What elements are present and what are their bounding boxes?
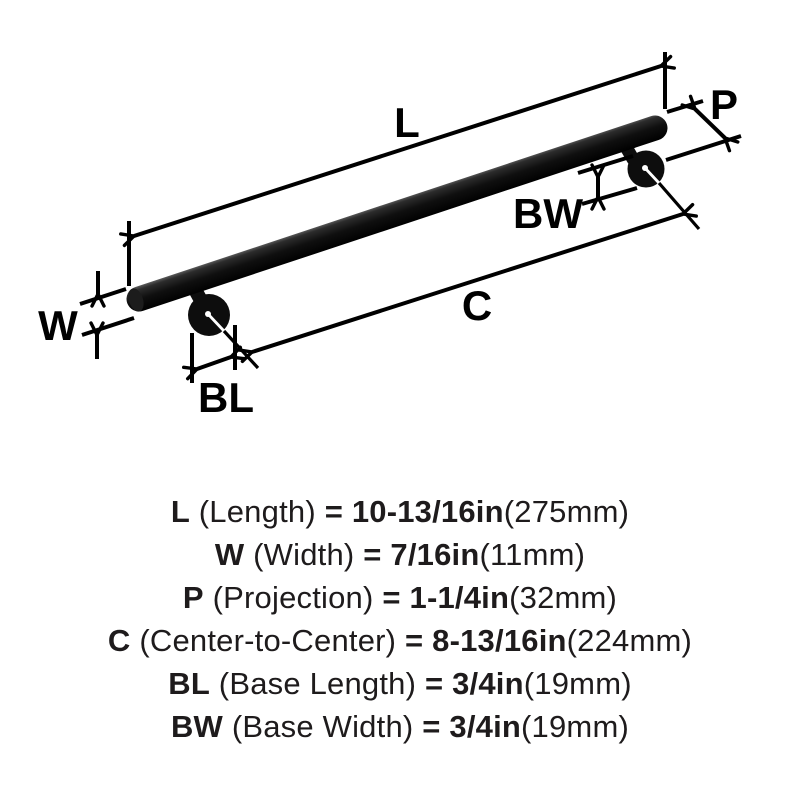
spec-name: (Base Length) (218, 666, 417, 701)
dim-center-to-center: C (252, 214, 683, 352)
spec-line-base-length: BL (Base Length) = 3/4in(19mm) (0, 662, 800, 705)
dim-BL-arrow (197, 357, 231, 369)
left-post-center-dot (205, 311, 211, 317)
dim-BW-line-lower (581, 186, 638, 206)
spec-line-width: W (Width) = 7/16in(11mm) (0, 533, 800, 576)
dim-W-line-upper (79, 287, 127, 306)
spec-equals: = (382, 580, 401, 615)
dim-BL-label: BL (198, 374, 254, 421)
spec-name: (Width) (253, 537, 355, 572)
spec-value: 1-1/4in (409, 580, 510, 615)
spec-list: L (Length) = 10-13/16in(275mm) W (Width)… (0, 490, 800, 748)
spec-equals: = (424, 666, 444, 701)
spec-metric: (19mm) (521, 709, 630, 744)
dim-W-line-lower (81, 316, 135, 337)
spec-label: P (182, 580, 204, 615)
spec-equals: = (422, 709, 441, 744)
right-post-center-dot (642, 165, 648, 171)
dim-C-line (252, 214, 683, 352)
spec-name: (Projection) (212, 580, 374, 615)
spec-value: 7/16in (390, 537, 480, 572)
spec-value: 3/4in (449, 709, 522, 744)
spec-metric: (32mm) (509, 580, 618, 615)
spec-name: (Center-to-Center) (139, 623, 397, 658)
spec-value: 8-13/16in (432, 623, 567, 658)
dimension-diagram: L P BW C W (38, 52, 742, 421)
spec-line-base-width: BW (Base Width) = 3/4in(19mm) (0, 705, 800, 748)
spec-equals: = (363, 537, 382, 572)
dim-BW-label: BW (513, 190, 583, 237)
spec-metric: (275mm) (503, 494, 630, 529)
dim-L-line (134, 66, 661, 236)
spec-label: BL (168, 666, 210, 701)
spec-metric: (11mm) (479, 537, 586, 572)
bar-end-cap (128, 288, 144, 312)
spec-metric: (19mm) (523, 666, 632, 701)
spec-name: (Base Width) (231, 709, 414, 744)
spec-name: (Length) (198, 494, 316, 529)
dim-P-label: P (710, 81, 738, 128)
spec-equals: = (405, 623, 424, 658)
dim-base-length: BL (192, 325, 254, 421)
left-post-extension-line (222, 329, 260, 370)
right-post-extension-line (657, 181, 701, 231)
dim-C-label: C (462, 282, 492, 329)
dim-width: W (38, 271, 135, 359)
spec-label: L (170, 494, 190, 529)
dim-P-arrow (695, 109, 725, 138)
spec-value: 3/4in (452, 666, 524, 701)
spec-label: C (107, 623, 131, 658)
spec-line-projection: P (Projection) = 1-1/4in(32mm) (0, 576, 800, 619)
spec-line-center-to-center: C (Center-to-Center) = 8-13/16in(224mm) (0, 619, 800, 662)
left-post-center-line-inner (206, 313, 226, 332)
spec-value: 10-13/16in (351, 494, 504, 529)
dim-P-line-lower (665, 134, 742, 162)
dim-projection: P (665, 81, 742, 162)
spec-label: W (214, 537, 245, 572)
dim-length: L (129, 52, 665, 286)
spec-equals: = (324, 494, 343, 529)
spec-metric: (224mm) (566, 623, 693, 658)
spec-line-length: L (Length) = 10-13/16in(275mm) (0, 490, 800, 533)
spec-label: BW (170, 709, 224, 744)
dim-L-label: L (394, 99, 420, 146)
dim-W-label: W (38, 302, 78, 349)
